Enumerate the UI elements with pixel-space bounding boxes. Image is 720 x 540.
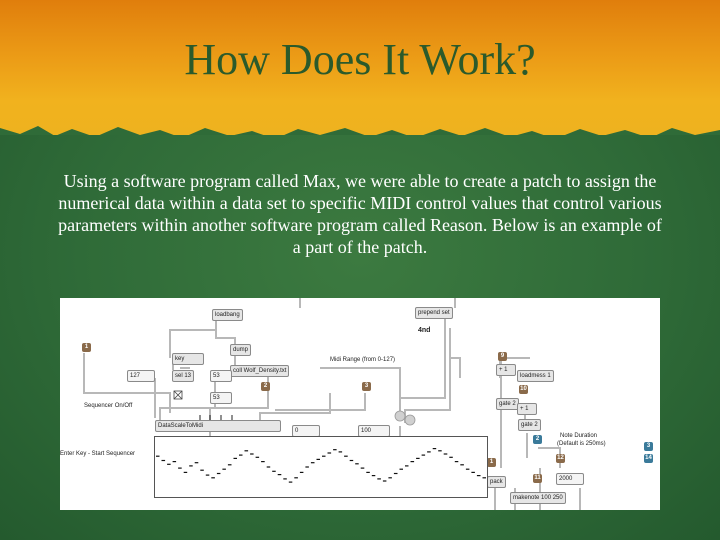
message-tile-2[interactable]: 2 — [261, 382, 270, 391]
message-tile-9[interactable]: 9 — [498, 352, 507, 361]
number-box-2000[interactable]: 2000 — [556, 473, 584, 485]
title-band — [0, 0, 720, 135]
sel-object[interactable]: sel 13 — [172, 370, 195, 382]
label-4nd: 4nd — [418, 327, 431, 334]
message-tile-2-blue[interactable]: 2 — [533, 435, 542, 444]
label-enter-key: Enter Key - Start Sequencer — [60, 451, 136, 457]
loadmess-object[interactable]: loadmess 1 — [517, 370, 554, 382]
label-sequencer-onoff: Sequencer On/Off — [84, 403, 133, 409]
message-tile-11[interactable]: 11 — [533, 474, 542, 483]
slide-body-text: Using a software program called Max, we … — [58, 171, 662, 257]
dump-message[interactable]: dump — [230, 344, 252, 356]
number-box-53[interactable]: 53 — [210, 392, 232, 404]
message-tile-3-blue[interactable]: 3 — [644, 442, 653, 451]
key-object[interactable]: key — [172, 353, 204, 365]
prepend-set-object[interactable]: prepend set — [415, 307, 453, 319]
gate-2-object-2[interactable]: gate 2 — [518, 419, 541, 431]
multislider-sequence[interactable] — [154, 436, 488, 498]
label-note-duration: Note Duration — [560, 433, 598, 439]
number-box-value: 127 — [130, 373, 141, 379]
makenote-object[interactable]: makenote 100 250 — [510, 492, 566, 504]
gate-2-object[interactable]: gate 2 — [496, 398, 519, 410]
coll-object[interactable]: coll Wolf_Density.txt — [230, 365, 290, 377]
message-tile-1[interactable]: 1 — [82, 343, 91, 352]
plus-one-object[interactable]: + 1 — [496, 364, 516, 376]
message-tile-1b[interactable]: 1 — [487, 458, 496, 467]
label-default-duration: (Default is 250ms) — [557, 441, 606, 447]
loadbang-object[interactable]: loadbang — [212, 309, 243, 321]
pack-object[interactable]: pack — [487, 476, 506, 488]
message-tile-14[interactable]: 14 — [644, 454, 653, 463]
message-tile-3[interactable]: 3 — [362, 382, 371, 391]
slide-title: How Does It Work? — [184, 35, 536, 84]
message-tile-10[interactable]: 10 — [519, 385, 528, 394]
plus-one-object-2[interactable]: + 1 — [517, 403, 537, 415]
number-box-53-top[interactable]: 53 — [210, 370, 232, 382]
datascaletomidi-object[interactable]: DataScaleToMidi — [155, 420, 281, 432]
message-tile-12[interactable]: 12 — [556, 454, 565, 463]
number-box-127[interactable]: 127 — [127, 370, 155, 382]
label-midi-range: Midi Range (from 0-127) — [330, 357, 396, 363]
max-patch-screenshot: loadbang key dump coll Wolf_Density.txt … — [60, 298, 660, 510]
